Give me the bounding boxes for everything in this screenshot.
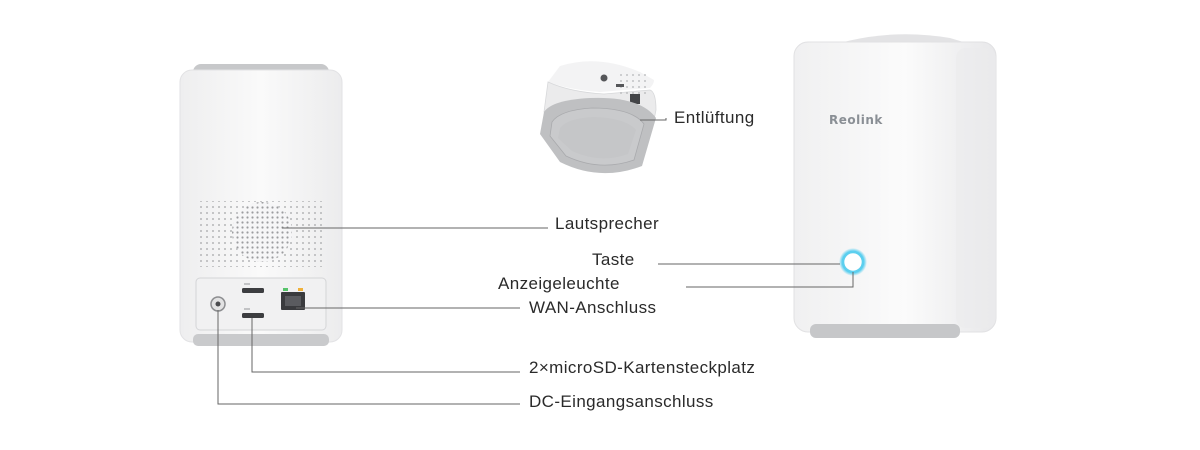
leader-lines bbox=[217, 118, 854, 405]
microsd-slot-icon bbox=[242, 313, 264, 318]
leader-line-ventilation bbox=[640, 118, 667, 121]
port-panel bbox=[195, 277, 327, 331]
leader-line-microsd bbox=[251, 318, 520, 373]
leader-line-dc bbox=[217, 310, 520, 405]
device-bottom-view bbox=[540, 61, 657, 174]
label-dc-input: DC-Eingangsanschluss bbox=[529, 392, 714, 411]
label-button: Taste bbox=[592, 250, 635, 269]
port-icon bbox=[616, 84, 624, 87]
speaker-grille bbox=[196, 201, 326, 267]
device-front-view: Reolink bbox=[793, 34, 997, 338]
port-icon bbox=[630, 94, 640, 104]
indicator-light bbox=[839, 248, 867, 276]
ventilation-plate bbox=[540, 97, 656, 174]
label-speaker: Lautsprecher bbox=[555, 214, 660, 233]
label-microsd-slot: 2×microSD-Kartensteckplatz bbox=[529, 358, 756, 377]
device-back-view bbox=[179, 64, 343, 346]
brand-logo: Reolink bbox=[829, 113, 883, 127]
label-ventilation: Entlüftung bbox=[674, 108, 755, 127]
port-icon bbox=[600, 74, 608, 82]
label-indicator: Anzeigeleuchte bbox=[498, 274, 620, 293]
leader-line-indicator bbox=[686, 272, 854, 288]
microsd-slot-icon bbox=[242, 288, 264, 293]
label-wan-port: WAN-Anschluss bbox=[529, 298, 657, 317]
